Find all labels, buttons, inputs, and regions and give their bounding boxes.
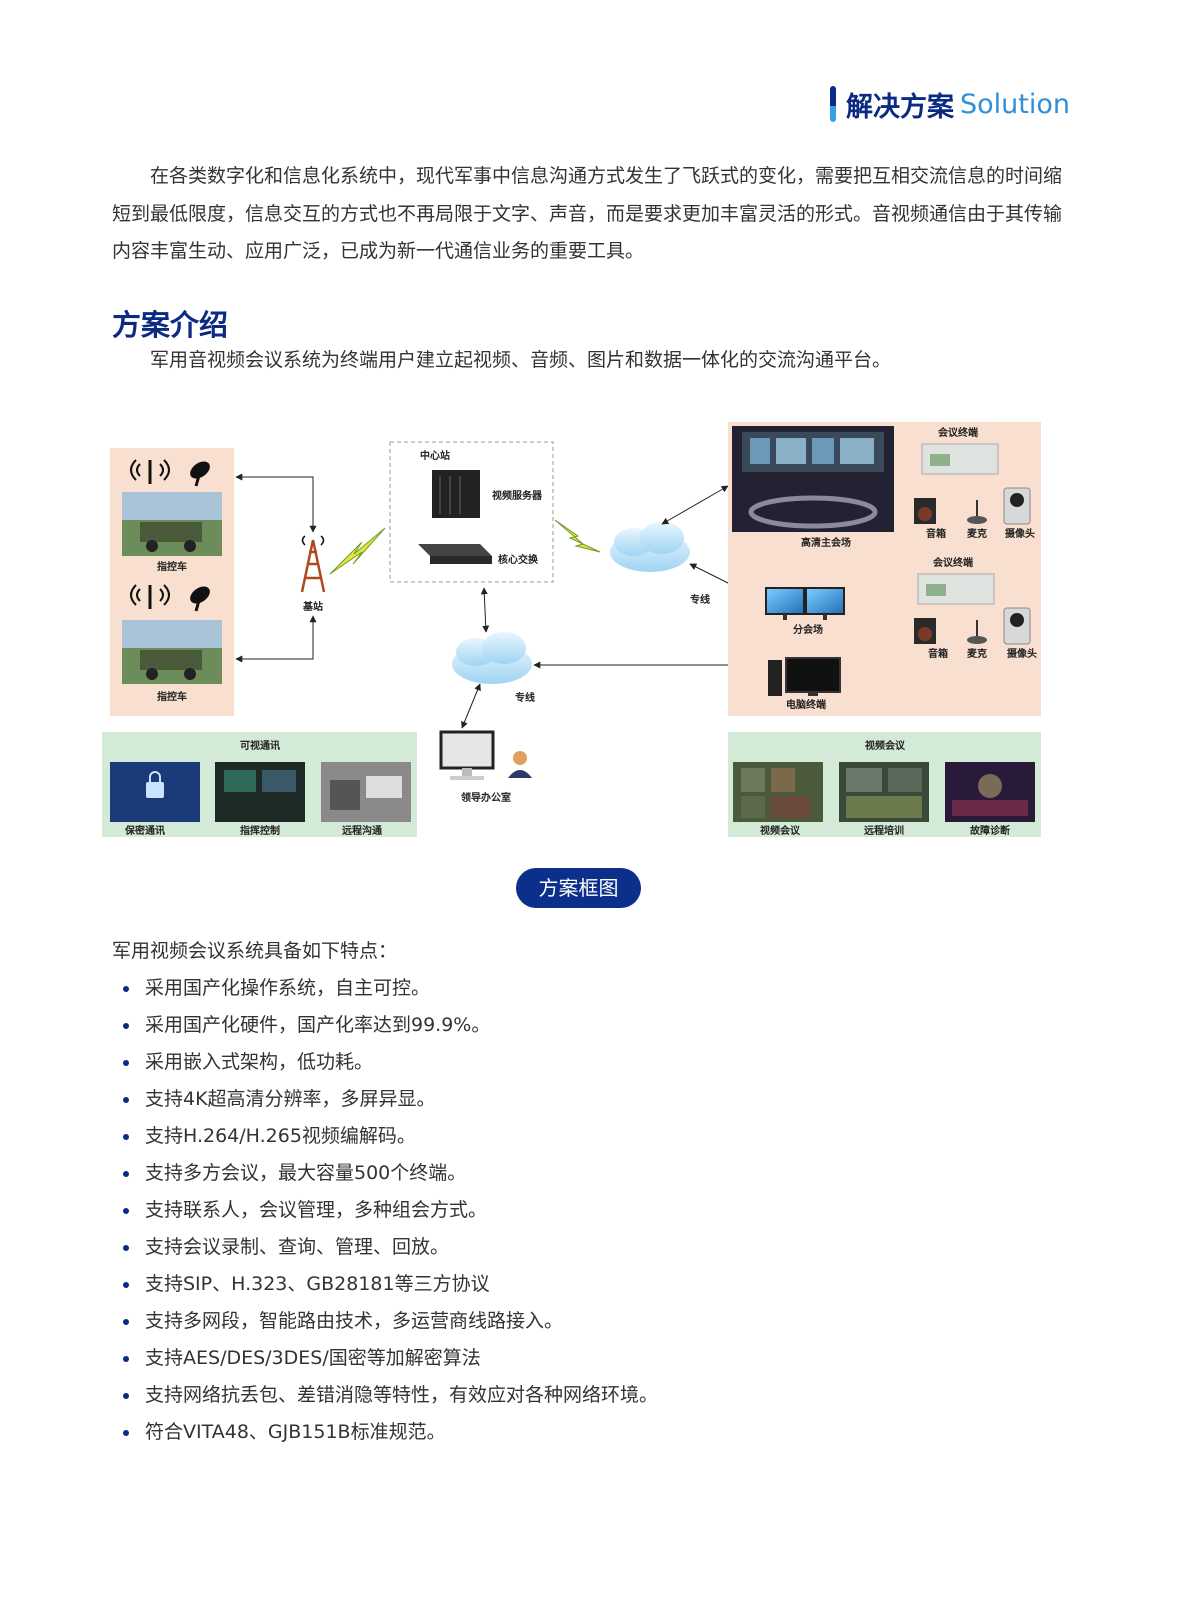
camera-label-1: 摄像头 <box>1005 527 1035 540</box>
private-line-label-1: 专线 <box>690 593 710 606</box>
camera-icon-2 <box>1003 607 1031 645</box>
header-accent-bar <box>830 86 836 122</box>
header-title-cn: 解决方案 <box>846 91 954 123</box>
cloud-icon <box>452 632 532 684</box>
speaker-label-2: 音箱 <box>928 647 948 660</box>
sub-venue-monitors-icon <box>765 587 845 620</box>
satellite-dish-icon <box>190 461 210 487</box>
visual-comm-item: 保密通讯 <box>124 824 165 837</box>
feature-item: 支持多方会议，最大容量500个终端。 <box>112 1155 658 1192</box>
section-title: 方案介绍 <box>112 308 229 342</box>
feature-item: 采用国产化硬件，国产化率达到99.9%。 <box>112 1007 658 1044</box>
features-list: 采用国产化操作系统，自主可控。采用国产化硬件，国产化率达到99.9%。采用嵌入式… <box>112 970 658 1451</box>
feature-item: 采用嵌入式架构，低功耗。 <box>112 1044 658 1081</box>
core-switch-icon <box>418 544 492 556</box>
camera-label-2: 摄像头 <box>1007 647 1037 660</box>
video-conf-item: 远程培训 <box>864 824 904 837</box>
feature-item: 支持H.264/H.265视频编解码。 <box>112 1118 658 1155</box>
antenna-icon <box>130 459 170 484</box>
feature-item: 符合VITA48、GJB151B标准规范。 <box>112 1414 658 1451</box>
pc-terminal-label: 电脑终端 <box>786 698 826 711</box>
microphone-icon-1 <box>967 500 987 524</box>
cloud-icon <box>610 522 690 572</box>
camera-icon-1 <box>1003 487 1031 525</box>
feature-item: 支持网络抗丢包、差错消隐等特性，有效应对各种网络环境。 <box>112 1377 658 1414</box>
conf-terminal-label-1: 会议终端 <box>938 426 978 439</box>
video-server-label: 视频服务器 <box>492 489 543 502</box>
pc-terminal-icon <box>768 657 841 696</box>
speaker-label-1: 音箱 <box>926 527 946 540</box>
feature-item: 支持SIP、H.323、GB28181等三方协议 <box>112 1266 658 1303</box>
feature-item: 支持AES/DES/3DES/国密等加解密算法 <box>112 1340 658 1377</box>
microphone-icon-2 <box>967 620 987 644</box>
person-icon <box>508 751 532 778</box>
microphone-label-1: 麦克 <box>967 527 987 540</box>
base-station-label: 基站 <box>302 600 323 613</box>
core-switch-label: 核心交换 <box>498 553 539 566</box>
feature-item: 支持多网段，智能路由技术，多运营商线路接入。 <box>112 1303 658 1340</box>
antenna-icon <box>130 584 170 609</box>
feature-item: 支持联系人，会议管理，多种组会方式。 <box>112 1192 658 1229</box>
command-vehicle-label-2: 指控车 <box>157 690 187 703</box>
satellite-dish-icon <box>190 586 210 612</box>
solution-diagram: 指控车 指控车 基站 中心站 视频服务器 核心交换 专线 专 <box>102 422 1041 837</box>
conf-terminal-label-2: 会议终端 <box>933 556 973 569</box>
diagram-caption-badge: 方案框图 <box>516 868 641 908</box>
video-conf-item: 视频会议 <box>760 824 801 837</box>
feature-item: 采用国产化操作系统，自主可控。 <box>112 970 658 1007</box>
center-station-box <box>389 441 554 583</box>
private-line-label-2: 专线 <box>515 691 535 704</box>
center-station-label: 中心站 <box>420 449 450 462</box>
section-description: 军用音视频会议系统为终端用户建立起视频、音频、图片和数据一体化的交流沟通平台。 <box>150 349 892 371</box>
visual-comm-item: 远程沟通 <box>342 824 382 837</box>
video-conf-title: 视频会议 <box>865 739 906 752</box>
base-station-tower-icon <box>300 535 326 593</box>
lightning-link-icon <box>329 527 386 575</box>
leader-office-label: 领导办公室 <box>461 791 511 804</box>
visual-comm-item: 指挥控制 <box>240 824 280 837</box>
command-vehicle-label-1: 指控车 <box>157 560 187 573</box>
sub-venue-label: 分会场 <box>793 623 823 636</box>
microphone-label-2: 麦克 <box>967 647 987 660</box>
intro-paragraph: 在各类数字化和信息化系统中，现代军事中信息沟通方式发生了飞跃式的变化，需要把互相… <box>112 165 1063 262</box>
main-venue-label: 高清主会场 <box>801 536 851 549</box>
leader-office-monitor-icon <box>439 730 495 770</box>
feature-item: 支持4K超高清分辨率，多屏异显。 <box>112 1081 658 1118</box>
video-conf-item: 故障诊断 <box>970 824 1010 837</box>
header-title-en: Solution <box>960 88 1070 120</box>
lightning-link-icon <box>554 519 601 553</box>
feature-item: 支持会议录制、查询、管理、回放。 <box>112 1229 658 1266</box>
features-intro: 军用视频会议系统具备如下特点： <box>112 940 398 962</box>
visual-comm-title: 可视通讯 <box>240 739 280 752</box>
page-header: 解决方案 Solution <box>830 84 1070 124</box>
